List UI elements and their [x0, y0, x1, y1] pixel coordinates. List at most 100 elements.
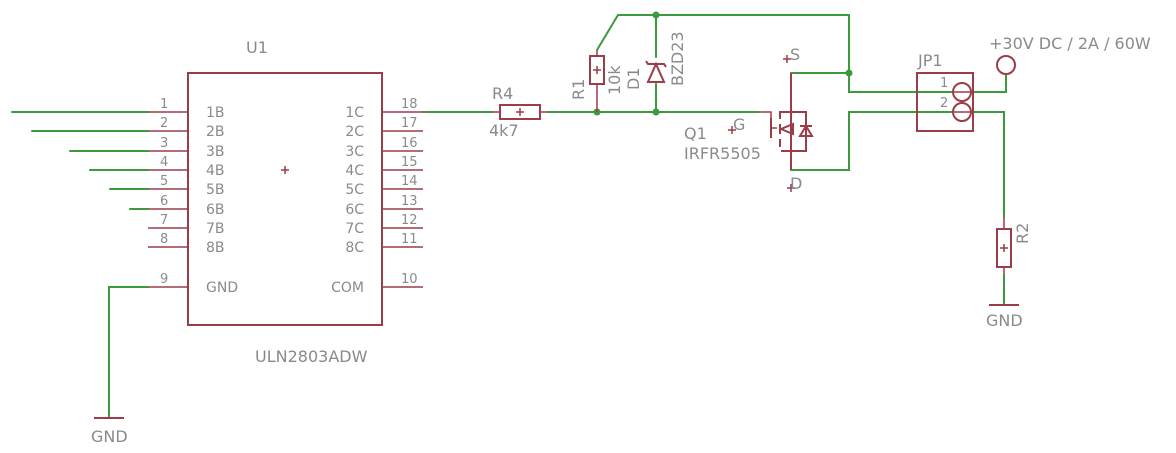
supply-terminal-circle: [996, 55, 1016, 75]
u1-pin-number: 2: [160, 116, 168, 131]
u1-pin-number: 9: [160, 272, 168, 287]
q1-source-label: S: [790, 45, 800, 64]
r2-mark: [1000, 244, 1008, 252]
u1-pin-name: 4B: [206, 163, 225, 179]
u1-pin-name: 7C: [345, 221, 364, 237]
q1-mosfet[interactable]: S G D Q1 IRFR5505: [684, 45, 814, 193]
jp1-pin-leads: [953, 91, 972, 113]
jp1-pin2-label: 2: [940, 96, 948, 111]
gnd-label: GND: [91, 427, 128, 446]
u1-pin-number: 8: [160, 232, 168, 247]
gnd-symbol-right[interactable]: GND: [986, 304, 1023, 330]
d1-triangle: [646, 61, 666, 83]
u1-body: [187, 72, 383, 326]
jp1-pin1-label: 1: [940, 76, 948, 91]
q1-name-label: Q1: [684, 124, 707, 143]
q1-body-diode: [798, 124, 814, 137]
wire-jp1-to-r2: [971, 111, 1005, 218]
r1-value-label: 10k: [605, 65, 624, 95]
q1-value-label: IRFR5505: [684, 144, 761, 163]
u1-pin-name: COM: [331, 280, 364, 296]
u1-pin-number: 7: [160, 213, 168, 228]
wire-jp1-to-supply: [971, 73, 1007, 93]
r4-mark: [516, 108, 524, 116]
u1-pin-number: 3: [160, 136, 168, 151]
supply-terminal[interactable]: +30V DC / 2A / 60W: [989, 34, 1151, 75]
jp1-pad-2: [952, 102, 972, 122]
u1-ic[interactable]: U1 ULN2803ADW 1 1B 2 2B 3 3B 4 4B 5 5B 6 6B 7 7B 8 8B 9G…: [148, 38, 423, 366]
u1-pin-number: 14: [401, 174, 418, 189]
r1-resistor[interactable]: R1 10k: [569, 50, 624, 112]
gnd-symbol-left[interactable]: GND: [91, 417, 128, 446]
junction-dot: [652, 11, 660, 19]
q1-gate-lead: [758, 111, 777, 129]
jp1-name-label: JP1: [917, 51, 943, 70]
q1-gate-mark: [728, 126, 736, 134]
r1-name-label: R1: [569, 79, 588, 100]
gnd-label: GND: [986, 311, 1023, 330]
u1-pin-name: GND: [206, 280, 238, 296]
r1-mark: [593, 66, 601, 74]
u1-pin-name: 3B: [206, 144, 225, 160]
r4-name-label: R4: [492, 84, 513, 103]
wire-source-to-jp1: [848, 72, 954, 93]
d1-name-label: D1: [624, 68, 643, 91]
u1-pin-name: 1B: [206, 105, 225, 121]
d1-zener-diode[interactable]: D1 BZD23: [624, 31, 687, 90]
u1-pin-name: 3C: [345, 144, 364, 160]
u1-pin-number: 5: [160, 174, 168, 189]
r2-resistor[interactable]: R2: [996, 217, 1032, 275]
u1-pin-name: 1C: [345, 105, 364, 121]
q1-drain-label: D: [790, 174, 802, 193]
junction-dot: [652, 108, 660, 116]
u1-pin-name: 6C: [345, 202, 364, 218]
u1-pin-number: 13: [401, 194, 418, 209]
u1-pin-number: 4: [160, 155, 168, 170]
u1-pin-number: 10: [401, 272, 418, 287]
u1-pin-number: 16: [401, 136, 418, 151]
u1-name-label: U1: [246, 38, 268, 57]
wire-gnd-u1: [108, 286, 149, 419]
d1-value-label: BZD23: [668, 31, 687, 86]
junction-dot: [845, 69, 853, 77]
u1-pin-name: 5C: [345, 182, 364, 198]
u1-center-mark: [281, 166, 289, 174]
r4-value-label: 4k7: [489, 121, 519, 140]
u1-pin-number: 6: [160, 194, 168, 209]
u1-pin-number: 18: [401, 97, 418, 112]
u1-pin-number: 17: [401, 116, 418, 131]
u1-pin-name: 2C: [345, 124, 364, 140]
u1-pin-name: 5B: [206, 182, 225, 198]
r1-body: [589, 55, 605, 85]
q1-drain-mark: [787, 184, 795, 192]
jp1-connector[interactable]: JP1 1 2: [916, 51, 974, 132]
u1-pin-number: 1: [160, 97, 168, 112]
q1-body-arrow: [778, 122, 794, 136]
wire-top-rail: [596, 14, 850, 74]
junctions: [593, 11, 853, 116]
q1-source-drain-path: [781, 73, 807, 170]
u1-pin-number: 15: [401, 155, 418, 170]
jp1-body: [916, 72, 974, 132]
u1-pin-name: 7B: [206, 221, 225, 237]
q1-source-mark: [783, 55, 791, 63]
u1-pin-name: 2B: [206, 124, 225, 140]
r2-name-label: R2: [1013, 223, 1032, 244]
u1-pin-number: 12: [401, 213, 418, 228]
u1-pin-number: 11: [401, 232, 418, 247]
u1-pin-name: 8C: [345, 240, 364, 256]
wire-drain-to-jp1: [790, 111, 954, 171]
u1-value-label: ULN2803ADW: [255, 347, 368, 366]
u1-pin-name: 4C: [345, 163, 364, 179]
u1-pin-name: 8B: [206, 240, 225, 256]
supply-label: +30V DC / 2A / 60W: [989, 34, 1151, 53]
u1-pin-name: 6B: [206, 202, 225, 218]
wires: [11, 14, 1007, 419]
q1-gate-label: G: [733, 115, 745, 134]
r2-body: [996, 228, 1012, 268]
r4-resistor[interactable]: R4 4k7: [489, 84, 548, 140]
r4-body: [499, 104, 541, 120]
d1-cathode-bar: [645, 60, 667, 68]
